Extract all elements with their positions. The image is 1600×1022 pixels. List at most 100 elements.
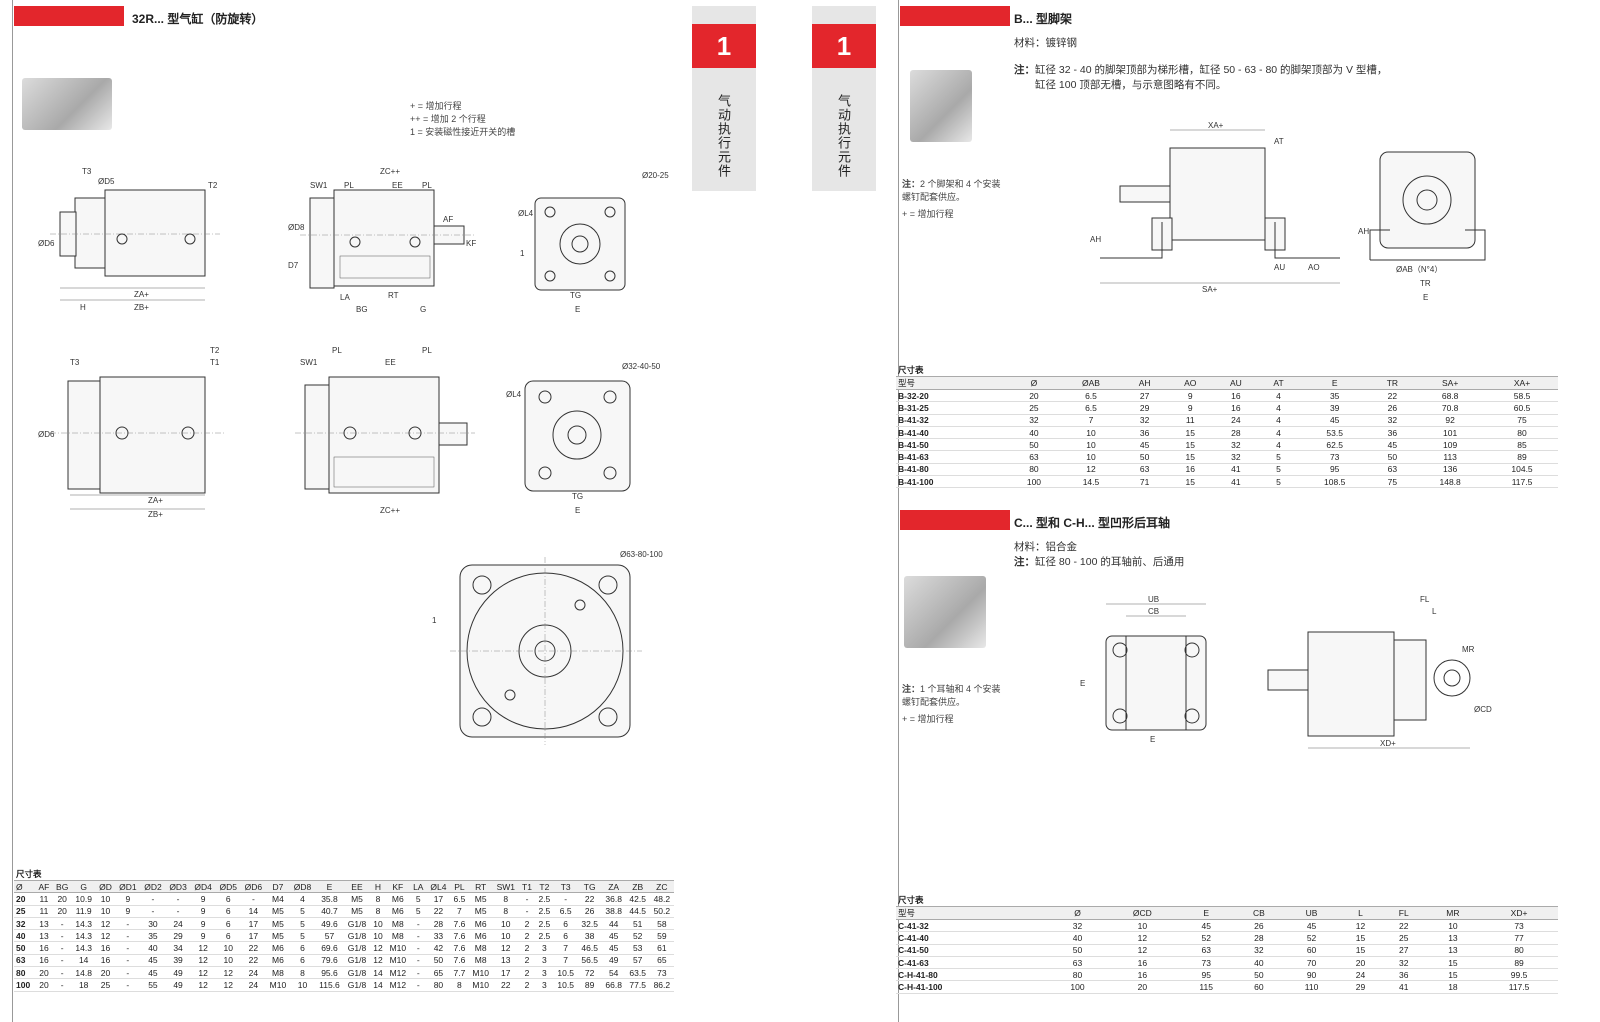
table-header-cell: ZC	[649, 880, 674, 894]
label-slot-1: 1	[520, 249, 525, 258]
table-cell: 61	[649, 941, 674, 955]
b-label-ah: AH	[1090, 235, 1101, 244]
c-material: 材料：铝合金	[1014, 541, 1077, 553]
table-cell: 90	[1283, 968, 1340, 982]
table-cell: -	[140, 892, 166, 906]
table-cell: 8	[370, 892, 386, 906]
table-cell: 5	[289, 929, 316, 943]
table-cell: 89	[1486, 450, 1558, 464]
table-cell: 12	[95, 917, 116, 931]
table-cell: 28	[1213, 426, 1259, 440]
table-cell: 7.7	[450, 966, 469, 980]
b-header-bar	[900, 6, 1010, 26]
table-cell: 11	[1167, 414, 1214, 427]
table-cell: 2	[518, 929, 536, 943]
table-cell: 12	[1059, 463, 1123, 477]
table-cell: M10	[468, 978, 493, 992]
table-header-cell: T3	[553, 880, 578, 894]
table-cell: 10.5	[553, 978, 578, 992]
table-cell: 63	[1008, 450, 1060, 464]
table-cell: M6	[385, 905, 410, 918]
table-cell: 3	[535, 954, 554, 968]
table-cell: 49	[165, 966, 191, 980]
table-cell: 32	[1048, 919, 1107, 933]
table-cell: 9	[115, 905, 141, 918]
table-cell: 44.5	[625, 905, 650, 918]
table-cell: 39	[1298, 401, 1371, 415]
label-t2: T2	[208, 181, 218, 190]
table-header-cell: E	[1298, 376, 1371, 390]
table-cell: 5	[289, 917, 316, 931]
table-cell: 10	[1059, 426, 1123, 440]
table-cell: 57	[625, 954, 650, 968]
table-cell: 6	[215, 917, 241, 931]
table-cell: 4	[1258, 389, 1299, 403]
table-cell: 53.5	[1298, 426, 1371, 440]
table-cell: 7.6	[450, 929, 469, 943]
table-cell: 7.6	[450, 941, 469, 955]
table-cell: C-H-41-100	[896, 980, 1049, 994]
table-cell: 2	[518, 954, 536, 968]
table-cell: -	[52, 966, 72, 980]
table-header-cell: XA+	[1486, 376, 1558, 390]
label-la: LA	[340, 293, 350, 302]
left-chapter-number: 1	[692, 24, 756, 68]
table-cell: 113	[1414, 450, 1487, 464]
table-cell: 34	[165, 941, 191, 955]
table-header-cell: ØD	[95, 880, 116, 894]
right-chapter-tab[interactable]: 1 气动执行元件	[812, 6, 876, 191]
c-header-bar	[900, 510, 1010, 530]
table-cell: 7	[450, 905, 469, 918]
table-header-cell: AO	[1167, 376, 1214, 390]
table-header-cell: T1	[518, 880, 536, 894]
table-cell: 32.5	[577, 917, 602, 931]
table-cell: 58	[649, 917, 674, 931]
table-cell: 2	[518, 917, 536, 931]
table-cell: 101	[1414, 426, 1487, 440]
table-cell: 22	[577, 892, 602, 906]
left-chapter-tab[interactable]: 1 气动执行元件	[692, 6, 756, 191]
table-cell: M4	[265, 892, 290, 906]
table-header-cell: ZB	[625, 880, 650, 894]
table-cell: B-32-20	[896, 389, 1009, 403]
table-cell: 108.5	[1298, 475, 1371, 489]
table-cell: 32	[1008, 414, 1060, 427]
table-cell: 95	[1178, 968, 1234, 982]
table-cell: 16	[1213, 401, 1259, 415]
table-cell: 32	[1370, 414, 1415, 427]
table-cell: 104.5	[1486, 463, 1558, 477]
table-cell: 80	[1486, 426, 1558, 440]
table-cell: 26	[1233, 919, 1284, 933]
table-cell: 14	[370, 966, 386, 980]
c-label-cb: CB	[1148, 607, 1159, 616]
table-cell: 69.6	[315, 941, 344, 955]
table-cell: 22	[1370, 389, 1415, 403]
table-cell: -	[115, 929, 141, 943]
table-cell: 10	[215, 954, 241, 968]
table-cell: 9	[115, 892, 141, 906]
table-cell: 9	[190, 929, 216, 943]
table-cell: 45	[140, 966, 166, 980]
c-section-title: C... 型和 C-H... 型凹形后耳轴	[1014, 516, 1171, 530]
left-table-caption: 尺寸表	[14, 868, 674, 881]
label-za-b: ZA+	[148, 496, 163, 505]
table-cell: 12	[1339, 919, 1382, 933]
table-cell: 6.5	[1059, 401, 1123, 415]
table-cell: M5	[468, 892, 493, 906]
table-cell: C-H-41-80	[896, 968, 1049, 982]
table-cell: 2.5	[535, 929, 554, 943]
table-cell: 12	[190, 978, 216, 992]
table-cell: 32	[1213, 450, 1259, 464]
table-cell: 117.5	[1486, 475, 1558, 489]
table-header-cell: AH	[1122, 376, 1168, 390]
table-cell: 17	[240, 929, 266, 943]
b-label-at: AT	[1274, 137, 1284, 146]
table-cell: 5	[1258, 463, 1299, 477]
b-label-au: AU	[1274, 263, 1285, 272]
table-cell: 26	[577, 905, 602, 918]
